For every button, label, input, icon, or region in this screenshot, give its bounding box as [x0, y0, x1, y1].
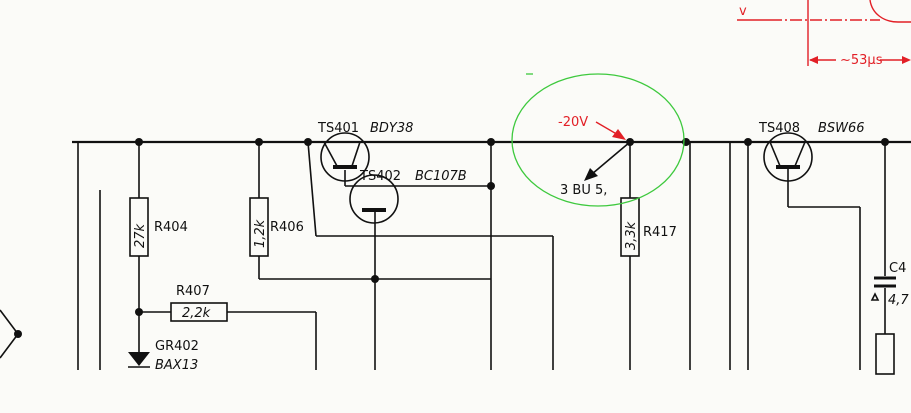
r417-value: 3,3k — [624, 221, 639, 250]
junction — [135, 138, 143, 146]
r407-value: 2,2k — [182, 306, 211, 321]
ts408-emitter — [794, 141, 806, 167]
ts402-label: TS402 — [359, 169, 401, 184]
ts402-transistor-icon — [349, 174, 399, 224]
voltage-arrow-head-icon — [612, 129, 626, 140]
ts402-type: BC107B — [415, 169, 467, 184]
ts401-type: BDY38 — [370, 121, 413, 136]
r404-value: 27k — [133, 223, 148, 248]
ts401-collector — [323, 141, 338, 167]
gr402-diode-icon — [128, 352, 150, 366]
ts408-type: BSW66 — [818, 121, 865, 136]
ts401-lead — [307, 141, 317, 237]
r404-label: R404 — [154, 220, 188, 235]
ts408-label: TS408 — [758, 121, 800, 136]
r406-value: 1,2k — [253, 219, 268, 248]
r417-label: R417 — [643, 225, 677, 240]
c4-value: 4,7 — [888, 293, 909, 308]
r407-label: R407 — [176, 284, 210, 299]
v-marker: v — [739, 4, 747, 19]
arrow-head-icon — [584, 168, 598, 181]
ts401-emitter — [351, 141, 361, 167]
r406-label: R406 — [270, 220, 304, 235]
highlight-circle — [511, 73, 685, 207]
timing-arrow-left-icon — [809, 56, 818, 64]
timing-arrow-right-icon — [902, 56, 911, 64]
timing-label: ~53µs — [840, 53, 883, 68]
gr402-type: BAX13 — [155, 358, 198, 373]
c4-label: C4 — [889, 261, 906, 276]
c4-resistor — [875, 333, 895, 375]
voltage-label: -20V — [558, 115, 588, 130]
ts401-label: TS401 — [317, 121, 359, 136]
test-point-arrow — [591, 141, 631, 175]
test-point-label: 3 BU 5, — [560, 183, 607, 198]
timing-curve — [869, 0, 911, 23]
gr402-label: GR402 — [155, 339, 199, 354]
ts408-collector — [769, 141, 781, 167]
capacitor-polarity-icon — [870, 292, 880, 301]
junction — [14, 330, 22, 338]
